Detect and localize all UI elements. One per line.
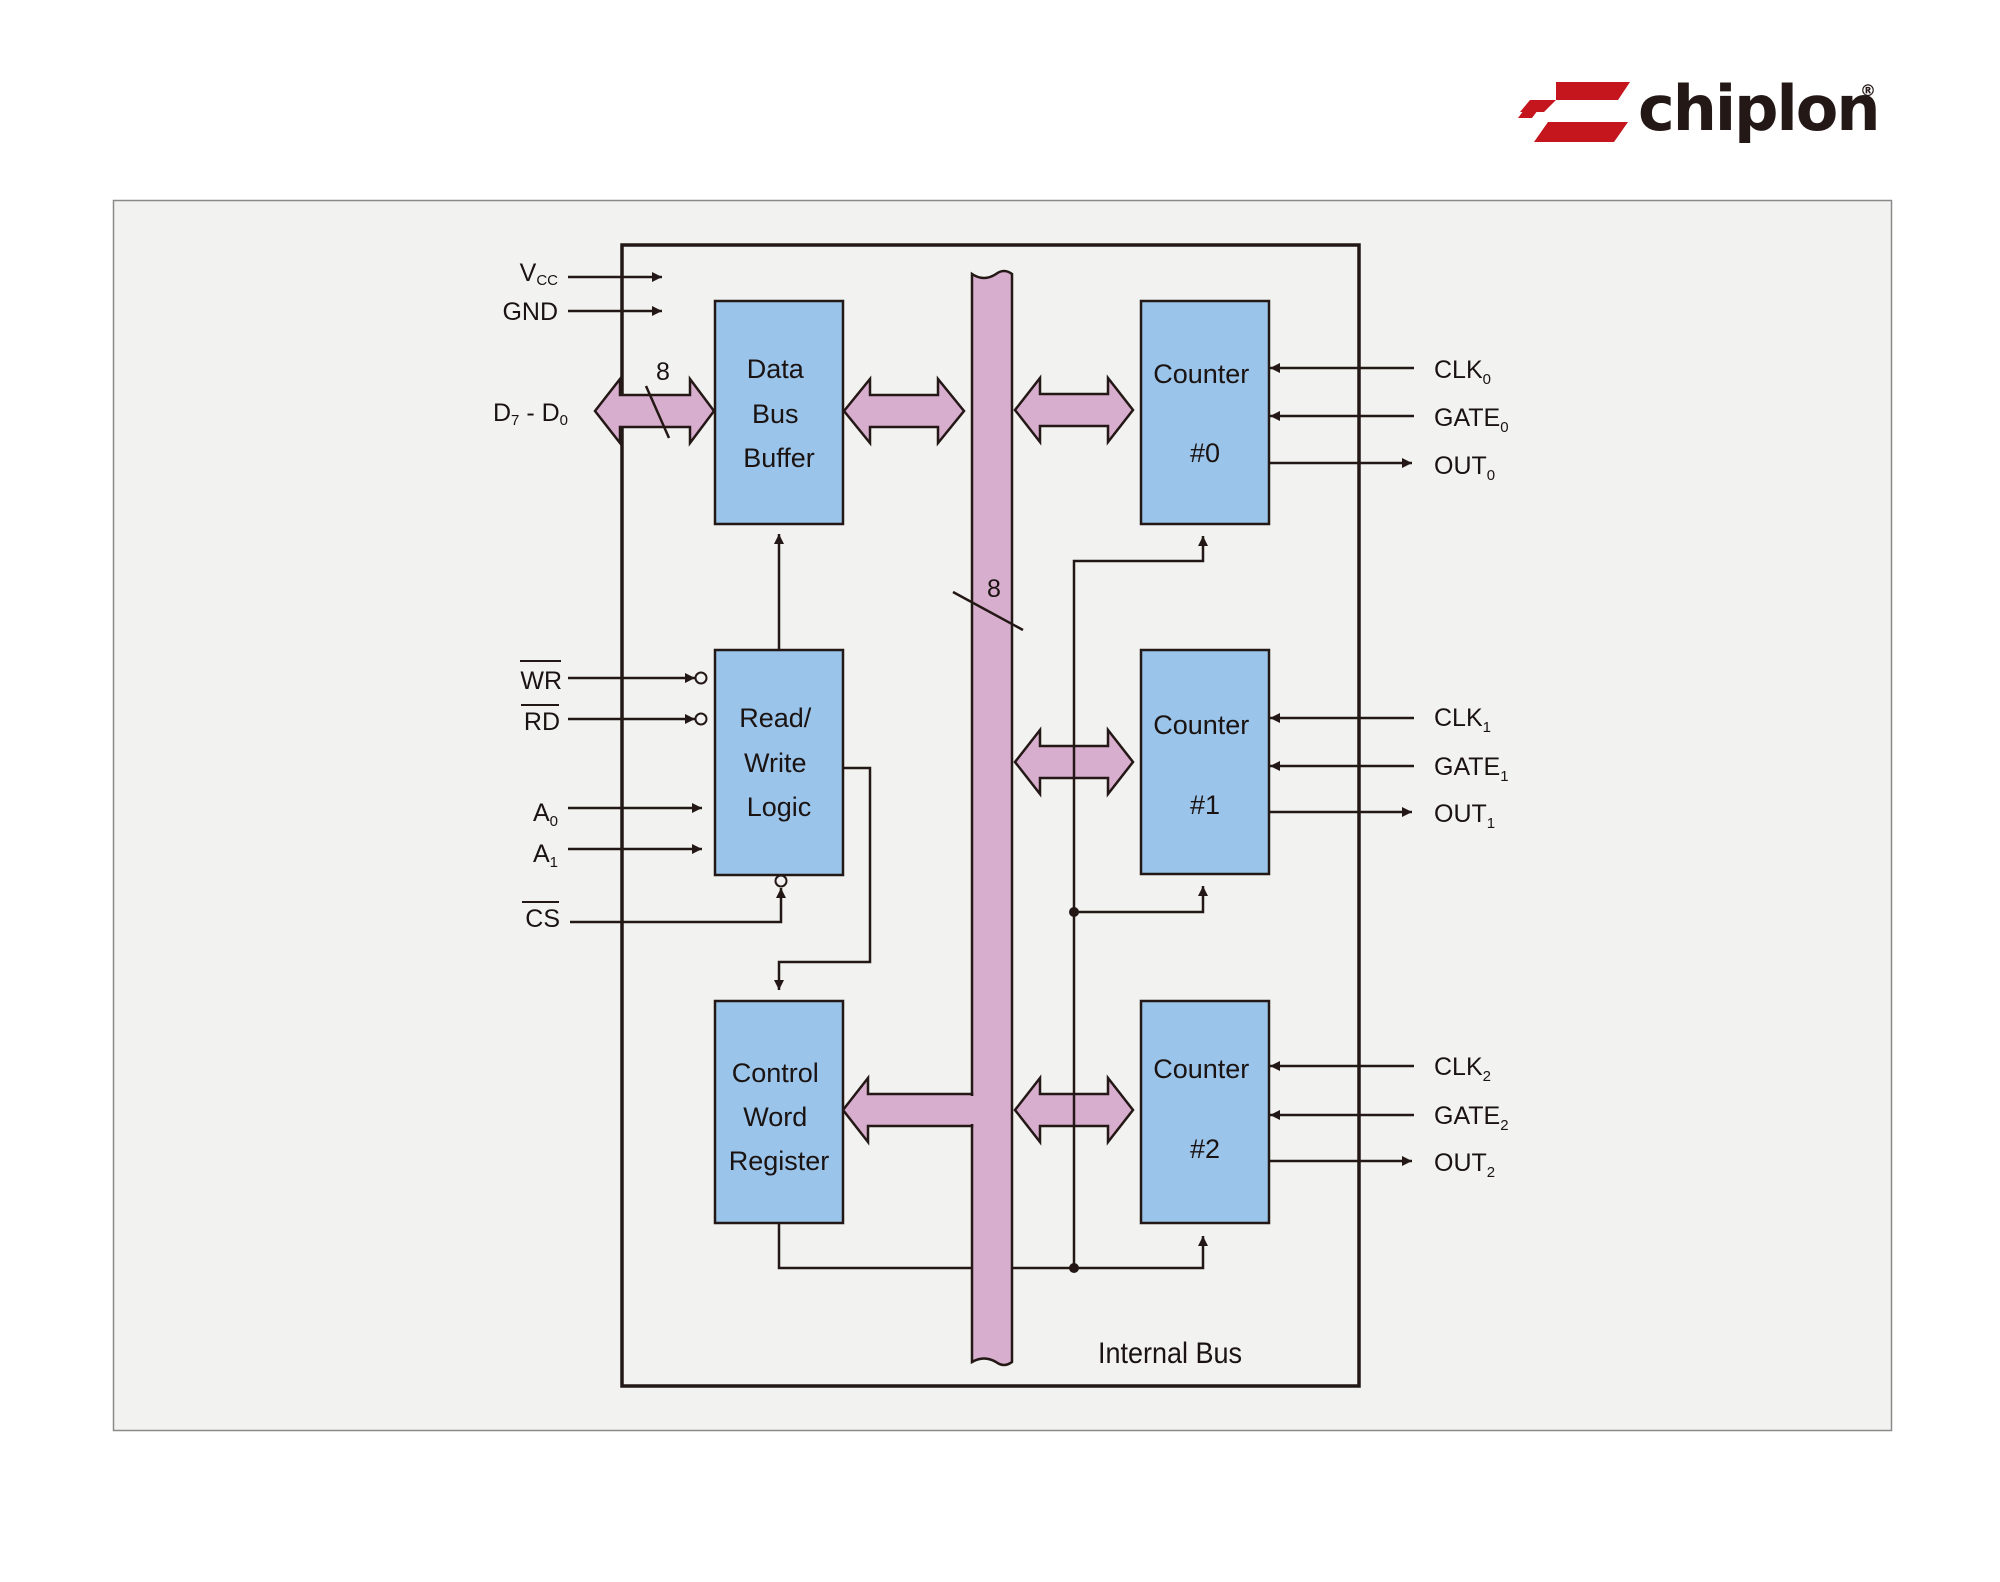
read-write-logic-label: Read/ Write Logic [739, 703, 819, 822]
control-word-register-label: Control Word Register [729, 1058, 830, 1176]
svg-text:RD: RD [524, 708, 560, 736]
gnd-signal: GND [502, 298, 662, 326]
a0-signal: A0 [533, 799, 702, 830]
counter2-label: Counter #2 [1153, 1054, 1257, 1164]
internal-bus [970, 269, 1014, 1367]
counter2-signals: CLK2 GATE2 OUT2 [1270, 1053, 1509, 1181]
counter0-block [1139, 299, 1271, 526]
bus-width-slash [952, 590, 1024, 632]
svg-text:CLK0: CLK0 [1434, 356, 1491, 388]
vcc-signal: VCC [520, 259, 662, 289]
control-register-output-line [777, 1223, 972, 1270]
svg-text:CLK2: CLK2 [1434, 1053, 1491, 1085]
control-word-register-block [713, 999, 845, 1225]
rw-to-control-line [774, 766, 872, 990]
svg-text:GND: GND [502, 298, 558, 326]
counter1-signals: CLK1 GATE1 OUT1 [1270, 704, 1509, 832]
brand-name: chiplon [1638, 72, 1879, 145]
data-width-slash [644, 385, 671, 439]
svg-text:GATE1: GATE1 [1434, 753, 1509, 785]
counter0-label: Counter #0 [1153, 359, 1257, 468]
junction-dot [1069, 1263, 1079, 1273]
a1-signal: A1 [533, 840, 702, 871]
svg-text:A1: A1 [533, 840, 558, 871]
svg-text:CS: CS [525, 905, 560, 933]
data-bus-buffer-label: Data Bus Buffer [743, 354, 815, 473]
chiplon-logo-mark-icon [1518, 82, 1630, 142]
svg-text:A0: A0 [533, 799, 558, 830]
read-write-logic-block [713, 648, 845, 877]
wr-signal: WR [520, 660, 708, 695]
rd-signal: RD [521, 704, 708, 736]
chiplon-logo: chiplon ® [1518, 72, 1881, 145]
registered-mark: ® [1860, 81, 1876, 100]
svg-text:WR: WR [520, 667, 562, 695]
svg-text:OUT2: OUT2 [1434, 1149, 1495, 1181]
svg-text:D7 - D0: D7 - D0 [493, 399, 568, 429]
svg-text:OUT0: OUT0 [1434, 452, 1495, 484]
chip-boundary [620, 243, 1361, 1388]
svg-text:GATE2: GATE2 [1434, 1102, 1509, 1134]
data-bus-buffer-block [713, 299, 845, 526]
counter0-signals: CLK0 GATE0 OUT0 [1270, 356, 1509, 484]
internal-bus-label: Internal Bus [1098, 1337, 1242, 1371]
svg-text:GATE0: GATE0 [1434, 404, 1509, 436]
bus-width-label: 8 [987, 575, 1001, 603]
svg-text:CLK1: CLK1 [1434, 704, 1491, 736]
svg-text:OUT1: OUT1 [1434, 800, 1495, 832]
data-width-label: 8 [656, 358, 670, 386]
control-line-counter1 [1074, 886, 1208, 914]
counter1-label: Counter #1 [1153, 710, 1257, 820]
cs-signal: CS [522, 874, 788, 933]
counter2-block [1139, 999, 1271, 1225]
svg-text:VCC: VCC [520, 259, 559, 289]
counter0-bus-arrow [1013, 374, 1135, 446]
data-bus-signal: D7 - D0 [493, 399, 568, 429]
buffer-bus-arrow [842, 375, 966, 447]
junction-dot [1069, 907, 1079, 917]
counter1-block [1139, 648, 1271, 876]
